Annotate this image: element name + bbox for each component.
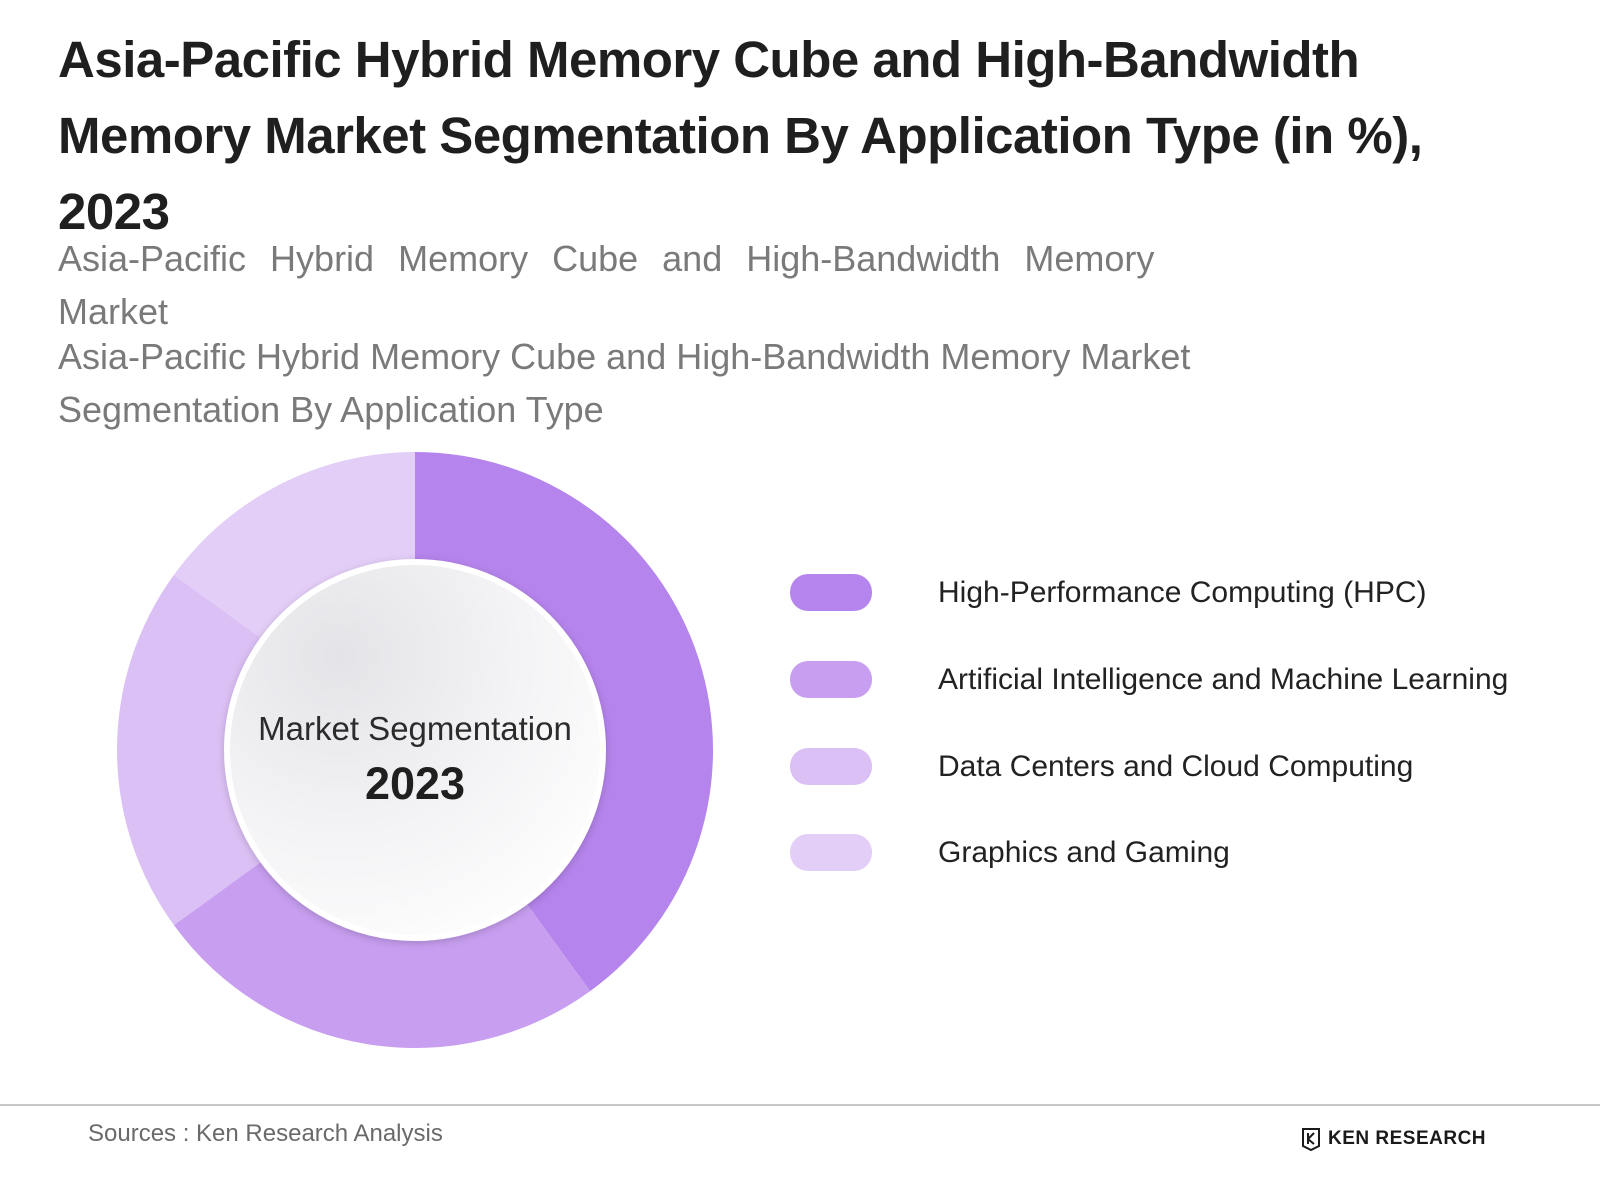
donut-center-year: 2023 <box>364 758 466 809</box>
footer-divider <box>0 1104 1600 1106</box>
legend-item-hpc: High-Performance Computing (HPC) <box>790 574 1590 614</box>
sources-note: Sources : Ken Research Analysis <box>88 1120 443 1147</box>
legend-label-hpc: High-Performance Computing (HPC) <box>938 576 1427 609</box>
legend-label-data-centers: Data Centers and Cloud Computing <box>938 750 1414 783</box>
brand-logo: KEN RESEARCH <box>1300 1124 1486 1154</box>
legend-swatch-hpc <box>790 574 872 611</box>
legend-swatch-data-centers <box>790 748 872 785</box>
legend-swatch-ai-ml <box>790 661 872 698</box>
legend-swatch-graphics-gaming <box>790 834 872 871</box>
legend-label-graphics-gaming: Graphics and Gaming <box>938 836 1230 869</box>
page-title: Asia-Pacific Hybrid Memory Cube and High… <box>58 31 1423 240</box>
legend-label-ai-ml: Artificial Intelligence and Machine Lear… <box>938 663 1509 696</box>
brand-name: KEN RESEARCH <box>1328 1128 1487 1149</box>
donut-slice-data-centers <box>116 574 263 926</box>
donut-center-disc <box>224 559 606 941</box>
legend-item-data-centers: Data Centers and Cloud Computing <box>790 748 1590 788</box>
subtitle-market: Asia-Pacific Hybrid Memory Cube and High… <box>58 238 1155 332</box>
donut-slice-graphics-gaming <box>173 452 415 640</box>
donut-slice-ai-ml <box>173 860 591 1048</box>
ken-research-logo-icon <box>1302 1128 1320 1151</box>
subtitle-segmentation: Asia-Pacific Hybrid Memory Cube and High… <box>58 336 1191 430</box>
donut-slices <box>116 452 713 1048</box>
legend-item-graphics-gaming: Graphics and Gaming <box>790 834 1590 874</box>
legend-item-ai-ml: Artificial Intelligence and Machine Lear… <box>790 661 1590 701</box>
donut-center-label: Market Segmentation <box>258 710 572 747</box>
